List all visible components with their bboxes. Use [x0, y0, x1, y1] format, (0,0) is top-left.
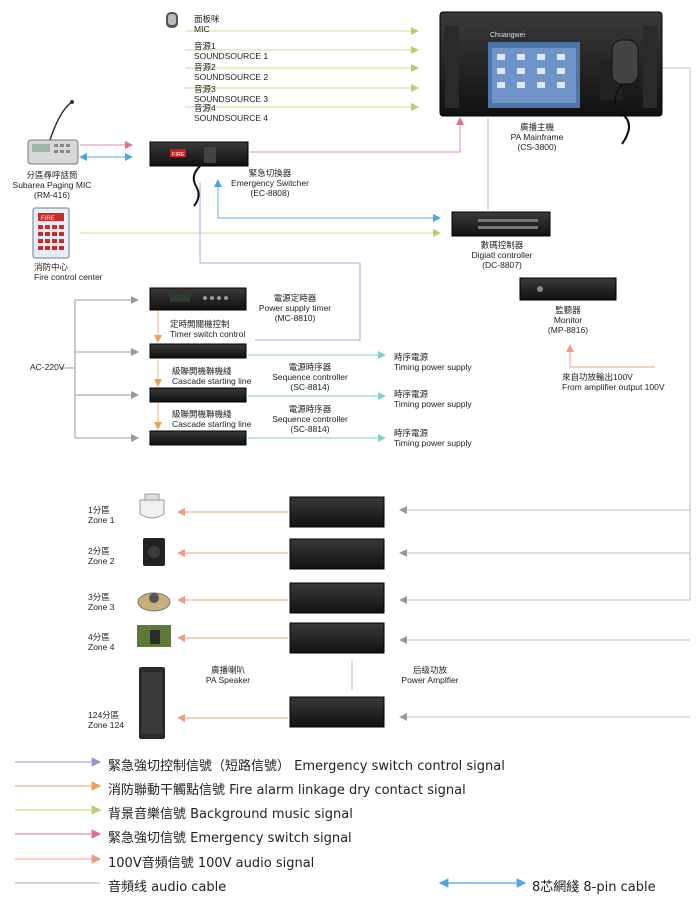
ceiling-speaker-zone1-icon — [139, 493, 165, 519]
legend-audio-cable: 音頻线 audio cable — [108, 880, 227, 895]
switcher-fire-panel: FIRE — [172, 152, 185, 158]
legend-100v-audio: 100V音頻信號 100V audio signal — [108, 856, 315, 871]
horn-speaker-zone3-icon — [137, 592, 171, 612]
legend-fire-alarm: 消防聯動干觸點信號 Fire alarm linkage dry contact… — [108, 783, 466, 798]
power-amplifier-3 — [289, 582, 385, 614]
power-amplifier-2 — [289, 538, 385, 570]
mainframe-brand: Chuangwei — [490, 32, 525, 39]
wall-speaker-zone2-icon — [143, 538, 165, 566]
power-amplifier-124 — [289, 696, 385, 728]
legend-8pin-cable: 8芯網綫 8-pin cable — [532, 880, 656, 895]
sequence-controller-2 — [149, 387, 247, 403]
connection-lines — [60, 27, 691, 722]
sequence-controller-3 — [149, 430, 247, 446]
power-amplifier-4 — [289, 622, 385, 654]
digital-controller-device — [451, 211, 551, 237]
ac-220v-label: AC-220V — [30, 362, 65, 372]
emergency-switcher-device: FIRE — [149, 141, 249, 207]
paging-mic-device — [27, 100, 79, 165]
legend-emergency-control: 緊急強切控制信號（短路信號） Emergency switch control … — [108, 759, 505, 774]
sequence-controller-1 — [149, 343, 247, 359]
fire-center-panel: FIRE — [41, 216, 55, 222]
legend-background-music: 背景音樂信號 Background music signal — [108, 807, 353, 822]
legend-lines — [15, 757, 527, 888]
legend-emergency-switch: 緊急強切信號 Emergency switch signal — [108, 831, 352, 846]
monitor-device — [519, 277, 617, 301]
pa-mainframe-device: Chuangwei — [439, 11, 663, 145]
fire-control-center-device: FIRE — [32, 207, 70, 259]
outdoor-speaker-zone4-icon — [137, 625, 171, 647]
power-timer-device — [149, 287, 247, 311]
panel-mic-icon — [166, 12, 178, 28]
column-speaker-zone124-icon — [139, 667, 165, 739]
power-amplifier-1 — [289, 496, 385, 528]
